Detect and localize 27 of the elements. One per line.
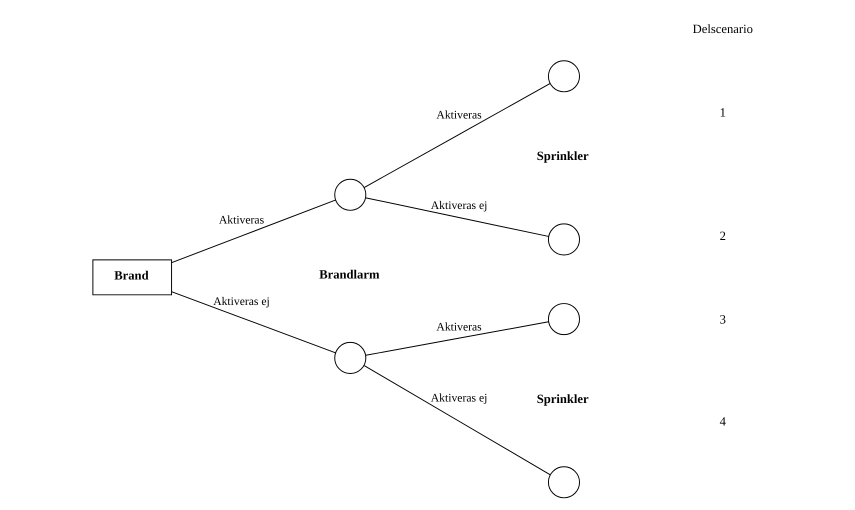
label: Sprinkler <box>536 392 589 406</box>
connector <box>364 83 550 188</box>
node-circle <box>548 466 580 498</box>
node-circle <box>548 60 580 92</box>
edge-label: Aktiveras <box>436 320 482 334</box>
label: Brandlarm <box>319 268 380 282</box>
edge-label: Aktiveras ej <box>430 391 488 404</box>
label: 1 <box>720 105 726 120</box>
label: Sprinkler <box>536 149 589 164</box>
label: 2 <box>720 228 726 243</box>
node-circle <box>334 342 366 374</box>
edge-label: Aktiveras <box>218 214 264 227</box>
label: 4 <box>720 414 726 428</box>
edge-label: Aktiveras ej <box>430 198 488 212</box>
label: Delscenario <box>692 22 753 36</box>
label: 3 <box>720 312 726 326</box>
connector <box>365 197 550 237</box>
connector <box>364 365 551 476</box>
connector <box>171 200 336 264</box>
edge-label: Aktiveras <box>436 108 482 122</box>
connector <box>365 321 550 356</box>
connector <box>171 291 336 354</box>
node-circle <box>548 303 580 336</box>
node-circle <box>334 178 366 211</box>
node-circle <box>548 223 580 256</box>
node-box: Brand <box>92 259 172 296</box>
edge-label: Aktiveras ej <box>213 295 270 308</box>
